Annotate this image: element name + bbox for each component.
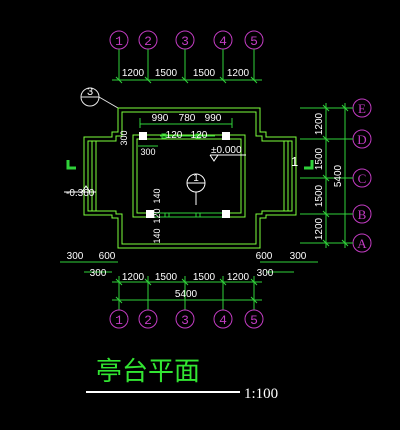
axis-label-bottom-3: 3 — [181, 313, 189, 328]
dim-bottom-right-1: 600 — [256, 251, 273, 262]
dim-right-3: 1500 — [314, 184, 325, 207]
axis-label-right-E: E — [358, 101, 366, 116]
dim-bottom-left-sub: 300 — [90, 268, 107, 279]
pavilion-walls — [83, 107, 297, 249]
axis-label-bottom-2: 2 — [144, 313, 152, 328]
dim-left-small: 300 — [140, 147, 155, 157]
dim-bottom-left-1: 300 — [67, 251, 84, 262]
drawing-scale: 1:100 — [244, 386, 278, 402]
dim-right-total: 5400 — [333, 164, 344, 187]
axis-label-right-C: C — [358, 171, 367, 186]
inner-top-dimension — [139, 118, 233, 137]
axis-label-top-5: 5 — [250, 34, 258, 49]
dim-bottom-right-2: 300 — [290, 251, 307, 262]
dim-bottom-left-2: 600 — [99, 251, 116, 262]
bench-band — [154, 212, 222, 218]
section-cut-markers — [66, 160, 314, 170]
axis-label-top-1: 1 — [115, 34, 123, 49]
axis-label-right-D: D — [357, 132, 366, 147]
outside-elevation-marker — [64, 185, 96, 193]
axis-label-bottom-4: 4 — [219, 313, 227, 328]
outside-elevation: -0.360 — [66, 188, 95, 199]
dim-right-4: 1200 — [314, 217, 325, 240]
detail-reference-bubble — [80, 87, 119, 109]
axis-label-top-2: 2 — [144, 34, 152, 49]
section-mark-number: 1 — [193, 173, 199, 184]
dim-bottom-3: 1500 — [193, 272, 216, 283]
dim-inner-sec-2: 120 — [191, 130, 208, 141]
bottom-axis-bubbles — [109, 309, 264, 329]
dim-right-2: 1500 — [314, 147, 325, 170]
drawing-title: 亭台平面 — [96, 357, 200, 387]
bottom-side-dimensions — [60, 261, 318, 273]
section-mark — [186, 173, 206, 205]
axis-label-top-3: 3 — [181, 34, 189, 49]
bottom-dimension-lines — [112, 276, 262, 310]
axis-label-bottom-1: 1 — [115, 313, 123, 328]
top-axis-bubbles — [109, 30, 264, 80]
dim-bottom-total: 5400 — [175, 289, 198, 300]
dim-inner-1: 990 — [152, 113, 169, 124]
axis-label-right-A: A — [357, 236, 367, 251]
dim-inner-sec-1: 120 — [166, 130, 183, 141]
right-axis-leaders — [300, 103, 353, 248]
dim-right-1: 1200 — [314, 112, 325, 135]
detail-reference-number: 3 — [87, 86, 93, 98]
dim-center-1: 140 — [152, 228, 162, 243]
dim-center-3: 140 — [152, 188, 162, 203]
dim-top-4: 1200 — [227, 68, 250, 79]
dim-top-1: 1200 — [122, 68, 145, 79]
dim-bottom-right-sub: 300 — [257, 268, 274, 279]
axis-label-top-4: 4 — [219, 34, 227, 49]
dim-left-vertical: 300 — [119, 130, 129, 145]
dim-top-2: 1500 — [155, 68, 178, 79]
floor-elevation-marker — [209, 154, 246, 162]
dim-inner-2: 780 — [179, 113, 196, 124]
dim-top-3: 1500 — [193, 68, 216, 79]
axis-label-right-B: B — [358, 207, 367, 222]
dim-bottom-2: 1500 — [155, 272, 178, 283]
dim-bottom-4: 1200 — [227, 272, 250, 283]
dim-inner-3: 990 — [205, 113, 222, 124]
section-cut-label: 1 — [291, 154, 298, 169]
floor-elevation: ±0.000 — [211, 145, 242, 156]
axis-label-bottom-5: 5 — [250, 313, 258, 328]
dim-bottom-1: 1200 — [122, 272, 145, 283]
dim-center-2: 120 — [152, 208, 162, 223]
top-dimension-line — [112, 76, 262, 84]
